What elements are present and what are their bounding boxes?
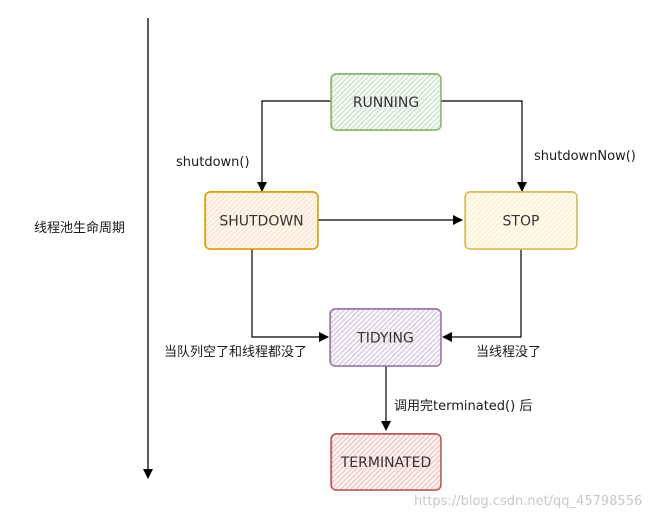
arrow-stop-to-tidying [442, 249, 522, 342]
label-shutdownnow-call: shutdownNow() [534, 149, 636, 164]
state-running: RUNNING [330, 73, 442, 131]
state-tidying-label: TIDYING [356, 331, 414, 347]
state-tidying: TIDYING [329, 307, 442, 367]
arrow-running-to-stop [441, 100, 527, 192]
watermark-url: https://blog.csdn.net/qq_45798556 [414, 494, 642, 509]
label-shutdown-call: shutdown() [176, 155, 250, 170]
state-shutdown: SHUTDOWN [204, 190, 319, 250]
arrow-running-to-shutdown [257, 100, 331, 192]
arrow-shutdown-to-tidying [251, 249, 329, 342]
state-stop-label: STOP [503, 214, 540, 230]
label-after-terminated: 调用完terminated() 后 [394, 399, 532, 414]
state-running-label: RUNNING [353, 95, 419, 111]
lifecycle-axis-label: 线程池生命周期 [34, 220, 125, 236]
label-threads-gone: 当线程没了 [476, 345, 541, 360]
state-shutdown-label: SHUTDOWN [219, 214, 303, 230]
state-terminated: TERMINATED [330, 432, 442, 491]
label-queue-and-threads-empty: 当队列空了和线程都没了 [164, 345, 307, 360]
state-stop: STOP [464, 190, 578, 250]
state-terminated-label: TERMINATED [340, 455, 431, 471]
